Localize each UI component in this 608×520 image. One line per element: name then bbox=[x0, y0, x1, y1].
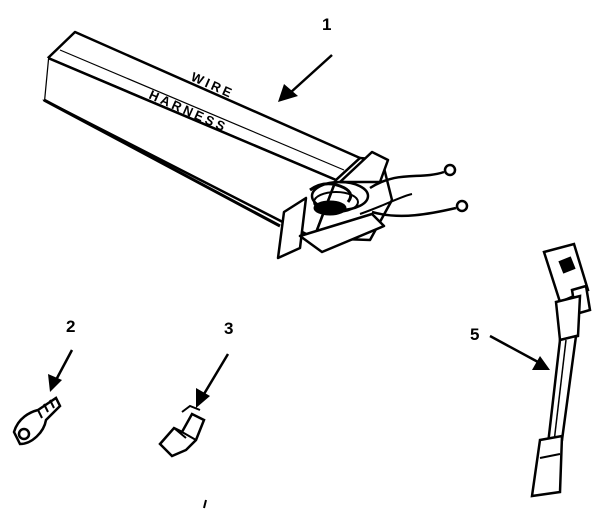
callout-2-arrow bbox=[54, 349, 74, 381]
callout-5-arrow bbox=[489, 334, 539, 364]
callout-1: 1 bbox=[278, 15, 333, 102]
callout-3: 3 bbox=[196, 319, 233, 408]
callout-3-label: 3 bbox=[224, 319, 233, 338]
callout-5-label: 5 bbox=[470, 325, 479, 344]
callout-2-arrowhead bbox=[48, 374, 62, 392]
wire-harness-box bbox=[20, 30, 469, 260]
callout-3-arrow bbox=[202, 353, 230, 395]
callout-5: 5 bbox=[470, 325, 550, 370]
callout-1-arrow bbox=[289, 54, 333, 94]
callout-2-label: 2 bbox=[66, 317, 75, 336]
callout-1-arrowhead bbox=[278, 84, 298, 102]
callout-3-arrowhead bbox=[196, 388, 210, 408]
stray-mark bbox=[203, 499, 207, 509]
callout-2: 2 bbox=[48, 317, 75, 392]
spade-terminal bbox=[158, 404, 206, 458]
ring-terminal bbox=[12, 396, 62, 446]
jumper-connector bbox=[530, 242, 592, 498]
callout-5-arrowhead bbox=[532, 356, 550, 370]
callout-1-label: 1 bbox=[322, 15, 331, 34]
